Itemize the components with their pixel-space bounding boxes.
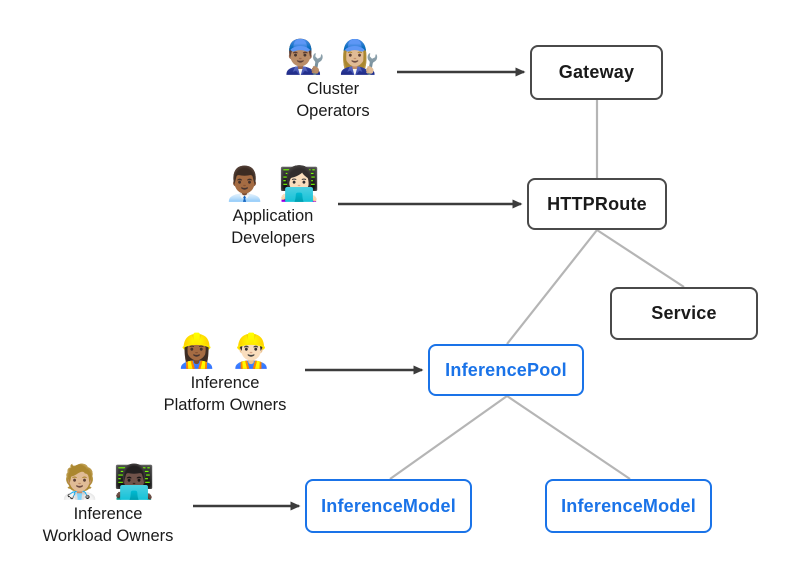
- man-construction-worker-emoji: 👷🏻‍♂️: [230, 332, 274, 369]
- persona-label: Inference Workload Owners: [13, 504, 203, 548]
- persona-label-line: Inference: [190, 374, 260, 393]
- health-worker-emoji: 🧑🏼‍⚕️: [59, 463, 103, 500]
- edge-httproute-service: [596, 229, 685, 288]
- node-inferencepool: InferencePool: [428, 344, 584, 396]
- woman-construction-worker-emoji: 👷🏾‍♀️: [176, 332, 220, 369]
- edge-inferencepool-inferencemodel-1: [389, 395, 508, 480]
- persona-label-line: Cluster: [306, 80, 360, 99]
- node-gateway: Gateway: [530, 45, 663, 100]
- persona-label-line: Inference: [73, 505, 143, 524]
- persona-emojis: 👨🏽‍🔧 👩🏼‍🔧: [238, 36, 428, 77]
- persona-label-line: Workload Owners: [42, 527, 174, 546]
- persona-label-line: Operators: [296, 102, 370, 121]
- edge-inferencepool-inferencemodel-2: [506, 395, 631, 480]
- persona-label: Inference Platform Owners: [130, 373, 320, 417]
- edge-httproute-inferencepool: [506, 229, 598, 345]
- persona-application-developers: 👨🏾‍💼 👩🏻‍💻 Application Developers: [178, 163, 368, 250]
- node-httproute: HTTPRoute: [527, 178, 667, 230]
- persona-inference-platform-owners: 👷🏾‍♀️ 👷🏻‍♂️ Inference Platform Owners: [130, 330, 320, 417]
- persona-label-line: Platform Owners: [163, 396, 287, 415]
- node-inferencemodel-right: InferenceModel: [545, 479, 712, 533]
- persona-label-line: Application: [232, 207, 314, 226]
- node-inferencemodel-left: InferenceModel: [305, 479, 472, 533]
- persona-cluster-operators: 👨🏽‍🔧 👩🏼‍🔧 Cluster Operators: [238, 36, 428, 123]
- persona-emojis: 👨🏾‍💼 👩🏻‍💻: [178, 163, 368, 204]
- persona-emojis: 👷🏾‍♀️ 👷🏻‍♂️: [130, 330, 320, 371]
- man-mechanic-emoji: 👨🏽‍🔧: [284, 38, 328, 75]
- persona-inference-workload-owners: 🧑🏼‍⚕️ 👨🏿‍💻 Inference Workload Owners: [13, 461, 203, 548]
- persona-label: Application Developers: [178, 206, 368, 250]
- woman-mechanic-emoji: 👩🏼‍🔧: [338, 38, 382, 75]
- persona-label-line: Developers: [231, 229, 315, 248]
- persona-emojis: 🧑🏼‍⚕️ 👨🏿‍💻: [13, 461, 203, 502]
- persona-label: Cluster Operators: [238, 79, 428, 123]
- man-office-worker-emoji: 👨🏾‍💼: [224, 165, 268, 202]
- node-service: Service: [610, 287, 758, 340]
- man-technologist-emoji: 👨🏿‍💻: [113, 463, 157, 500]
- woman-technologist-emoji: 👩🏻‍💻: [278, 165, 322, 202]
